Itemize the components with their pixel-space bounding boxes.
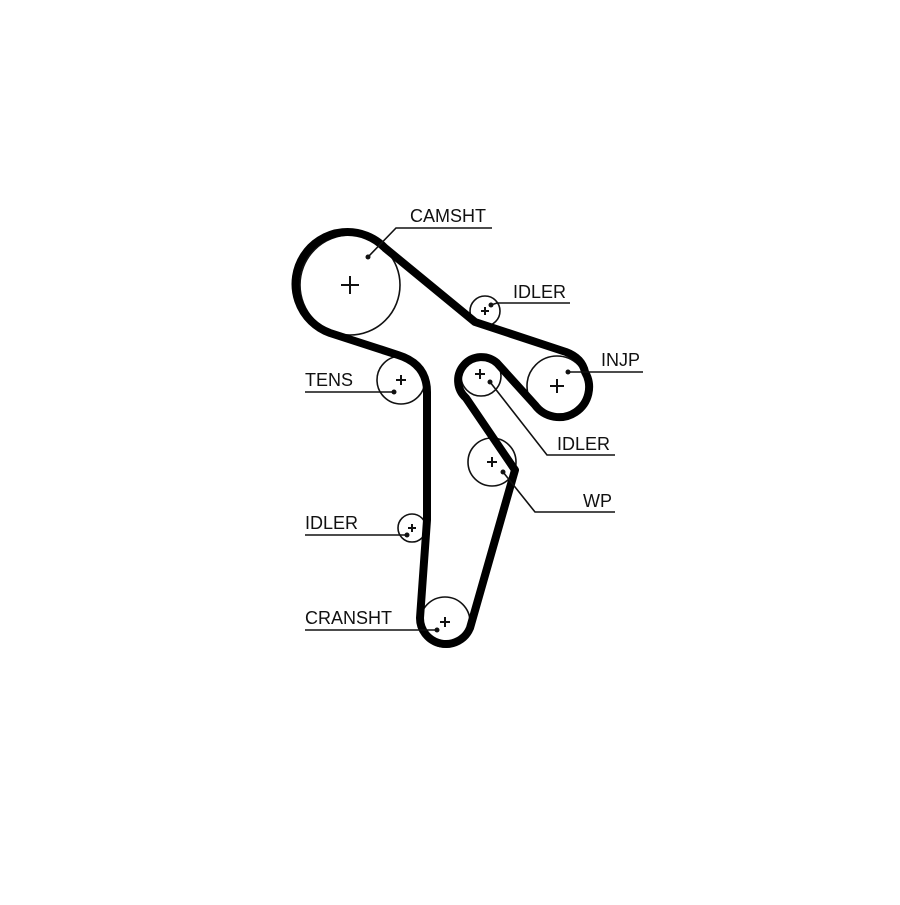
center-mark <box>475 369 485 379</box>
water-pump-label: WP <box>583 491 612 511</box>
camshaft-leader <box>367 227 492 258</box>
wp-leader <box>502 471 615 513</box>
tensioner-label: TENS <box>305 370 353 390</box>
timing-belt <box>291 228 594 648</box>
center-mark <box>408 524 416 532</box>
idler-left-label: IDLER <box>305 513 358 533</box>
center-mark <box>341 276 359 294</box>
center-mark <box>440 617 450 627</box>
idler-top-leader <box>490 302 570 306</box>
center-mark <box>550 379 564 393</box>
center-mark <box>481 307 489 315</box>
camshaft-label: CAMSHT <box>410 206 486 226</box>
crankshaft-label: CRANSHT <box>305 608 392 628</box>
injection-pump-label: INJP <box>601 350 640 370</box>
idler-middle-leader <box>489 381 615 456</box>
idler-middle-label: IDLER <box>557 434 610 454</box>
idler-top-label: IDLER <box>513 282 566 302</box>
center-mark <box>396 375 406 385</box>
center-mark <box>487 457 497 467</box>
